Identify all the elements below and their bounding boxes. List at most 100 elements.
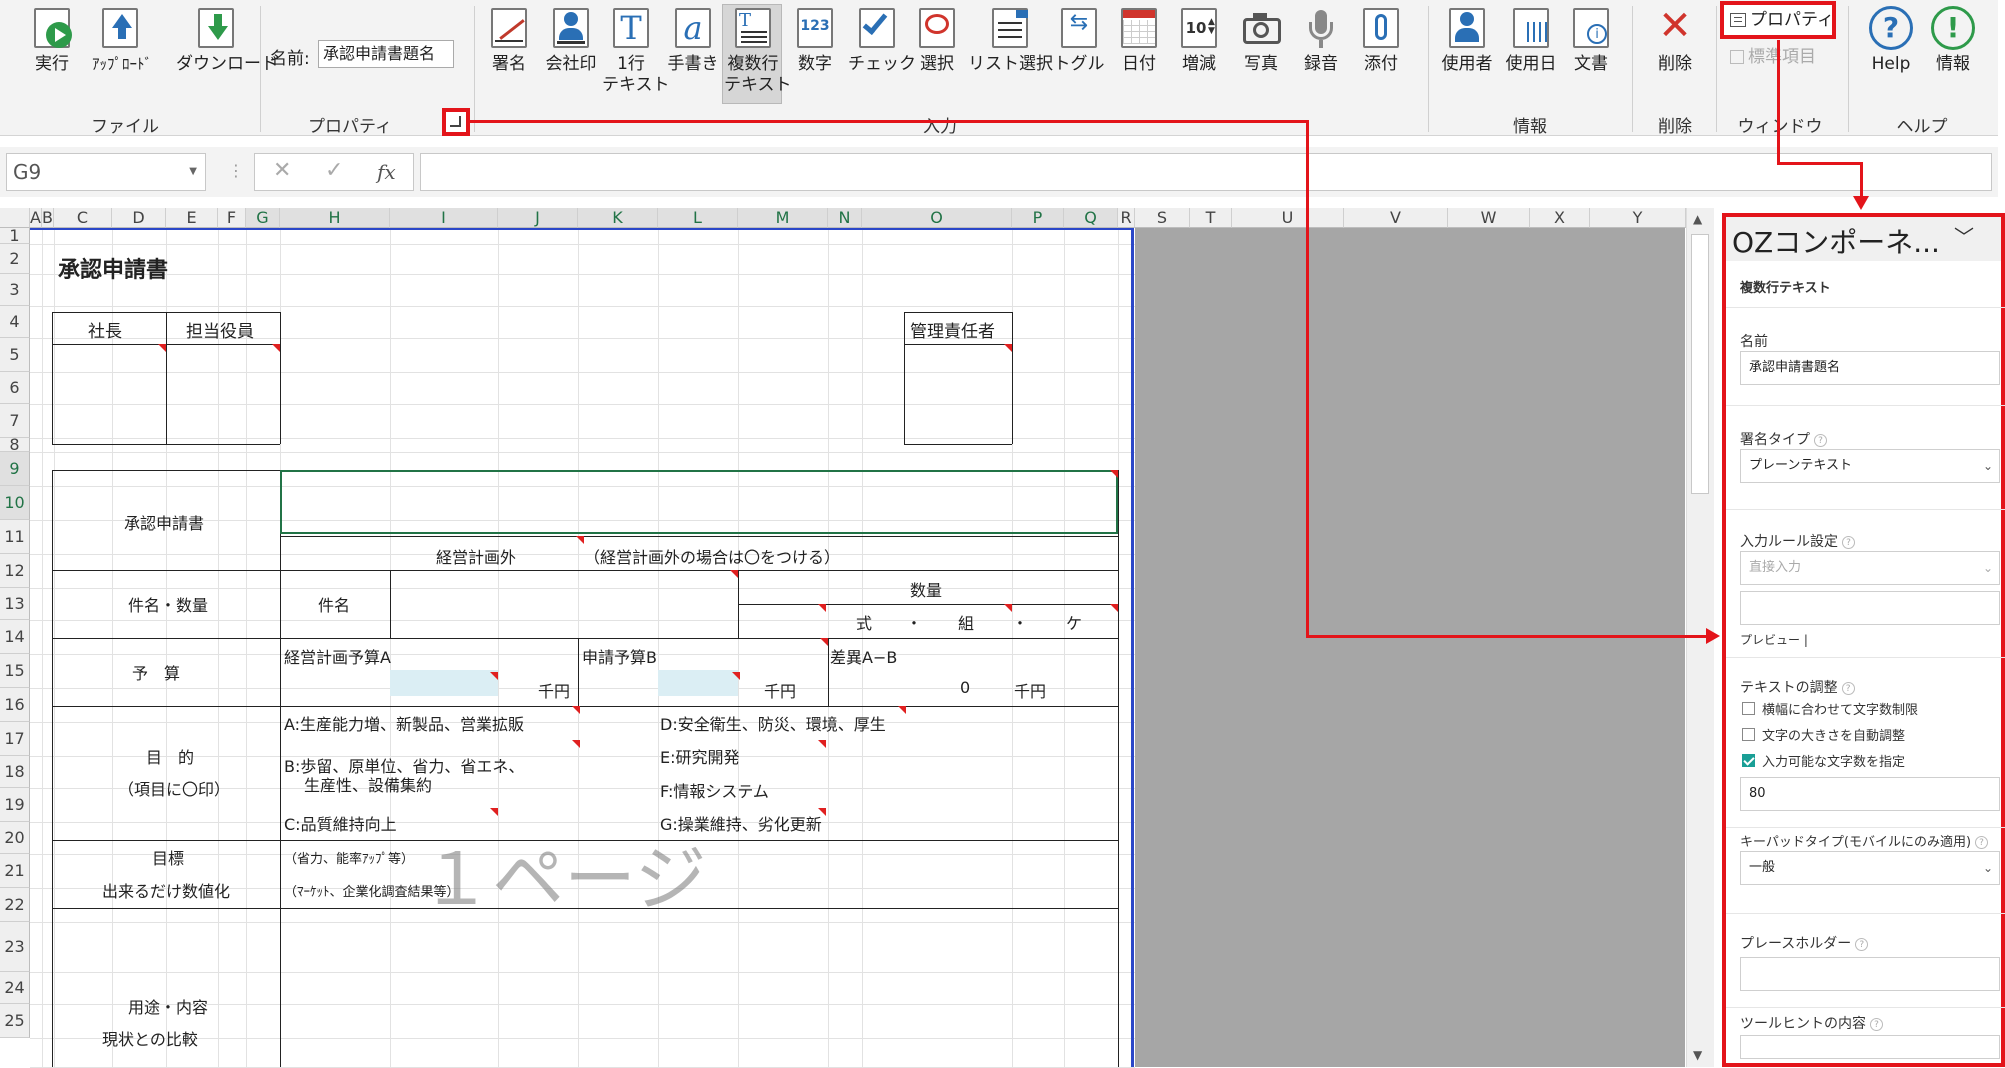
width-limit-checkbox[interactable] bbox=[1742, 702, 1755, 715]
comment-indicator[interactable] bbox=[730, 570, 738, 578]
panel-collapse-chevron-icon[interactable]: ﹀ bbox=[1954, 225, 1974, 249]
comment-indicator[interactable] bbox=[732, 672, 740, 680]
column-header[interactable]: H bbox=[280, 208, 390, 228]
formula-input[interactable] bbox=[420, 153, 1992, 191]
column-header[interactable]: P bbox=[1012, 208, 1064, 228]
column-header[interactable]: Q bbox=[1064, 208, 1118, 228]
column-header[interactable]: O bbox=[862, 208, 1012, 228]
comment-indicator[interactable] bbox=[1004, 604, 1012, 612]
column-header[interactable]: F bbox=[218, 208, 246, 228]
input-rule-text[interactable] bbox=[1740, 591, 2000, 625]
comment-indicator[interactable] bbox=[272, 344, 280, 352]
download-button[interactable]: ダウンロード bbox=[176, 6, 278, 96]
row-header[interactable]: 22 bbox=[0, 888, 30, 922]
column-header[interactable]: J bbox=[498, 208, 578, 228]
help-icon[interactable]: ? bbox=[1842, 535, 1855, 549]
row-header[interactable]: 10 bbox=[0, 486, 30, 520]
column-header[interactable]: T bbox=[1190, 208, 1232, 228]
row-header[interactable]: 23 bbox=[0, 922, 30, 972]
column-header[interactable]: K bbox=[578, 208, 658, 228]
info-button[interactable]: ! 情報 bbox=[1924, 6, 1982, 96]
upload-button[interactable]: ｱｯﾌﾟﾛｰﾄﾞ bbox=[92, 6, 152, 96]
column-header[interactable]: N bbox=[828, 208, 862, 228]
comment-indicator[interactable] bbox=[818, 808, 826, 816]
column-header[interactable]: S bbox=[1135, 208, 1190, 228]
help-icon[interactable]: ? bbox=[1855, 937, 1869, 951]
comment-indicator[interactable] bbox=[572, 706, 580, 714]
help-icon[interactable]: ? bbox=[1870, 1017, 1883, 1031]
row-header[interactable]: 13 bbox=[0, 588, 30, 620]
name-box[interactable]: G9 ▼ bbox=[6, 153, 206, 191]
number-button[interactable]: 123 数字 bbox=[786, 6, 844, 96]
comment-indicator[interactable] bbox=[1110, 604, 1118, 612]
row-header[interactable]: 17 bbox=[0, 722, 30, 756]
function-icon[interactable]: fx bbox=[377, 160, 396, 184]
column-header[interactable]: U bbox=[1232, 208, 1344, 228]
comment-indicator[interactable] bbox=[572, 740, 580, 748]
column-header[interactable]: X bbox=[1530, 208, 1590, 228]
budget-a-input[interactable] bbox=[390, 670, 498, 696]
select-button[interactable]: 選択 bbox=[908, 6, 966, 96]
comment-indicator[interactable] bbox=[490, 808, 498, 816]
row-header[interactable]: 15 bbox=[0, 654, 30, 688]
row-header[interactable]: 1 bbox=[0, 228, 30, 244]
scroll-up-icon[interactable]: ▲ bbox=[1693, 212, 1703, 226]
row-header[interactable]: 16 bbox=[0, 688, 30, 722]
column-header[interactable]: D bbox=[112, 208, 166, 228]
signature-button[interactable]: 署名 bbox=[480, 6, 538, 96]
user-info-button[interactable]: 使用者 bbox=[1436, 6, 1498, 96]
photo-button[interactable]: 写真 bbox=[1232, 6, 1290, 96]
auto-size-checkbox[interactable] bbox=[1742, 728, 1755, 741]
row-header[interactable]: 4 bbox=[0, 306, 30, 338]
row-header[interactable]: 14 bbox=[0, 620, 30, 654]
row-header[interactable]: 25 bbox=[0, 1004, 30, 1038]
list-select-button[interactable]: リスト選択 bbox=[968, 6, 1053, 96]
row-header[interactable]: 2 bbox=[0, 244, 30, 274]
document-info-button[interactable]: i 文書 bbox=[1562, 6, 1620, 96]
help-icon[interactable]: ? bbox=[1841, 681, 1855, 695]
run-button[interactable]: 実行 bbox=[24, 6, 80, 96]
comment-indicator[interactable] bbox=[1004, 344, 1012, 352]
row-header[interactable]: 8 bbox=[0, 437, 30, 453]
comment-indicator[interactable] bbox=[898, 706, 906, 714]
row-header[interactable]: 24 bbox=[0, 972, 30, 1004]
multi-line-text-button[interactable]: T 複数行 テキスト bbox=[724, 6, 792, 96]
column-header[interactable]: Y bbox=[1590, 208, 1686, 228]
column-header[interactable]: I bbox=[390, 208, 498, 228]
column-header[interactable]: W bbox=[1448, 208, 1530, 228]
delete-button[interactable]: ✕ 削除 bbox=[1646, 4, 1704, 96]
column-header[interactable]: V bbox=[1344, 208, 1448, 228]
check-button[interactable]: チェック bbox=[848, 6, 916, 96]
row-header[interactable]: 20 bbox=[0, 822, 30, 854]
toggle-button[interactable]: ⇆ トグル bbox=[1050, 6, 1108, 96]
row-header[interactable]: 9 bbox=[0, 452, 30, 486]
name-input[interactable]: 承認申請書題名 bbox=[318, 40, 454, 68]
handwriting-button[interactable]: a 手書き bbox=[662, 6, 724, 96]
comment-indicator[interactable] bbox=[818, 740, 826, 748]
enter-icon[interactable]: ✓ bbox=[325, 158, 344, 183]
placeholder-input[interactable] bbox=[1740, 957, 2000, 991]
help-icon[interactable]: ? bbox=[1814, 433, 1827, 447]
budget-b-input[interactable] bbox=[658, 670, 738, 696]
help-button[interactable]: ? Help bbox=[1862, 6, 1920, 96]
row-header[interactable]: 21 bbox=[0, 854, 30, 888]
row-header[interactable]: 6 bbox=[0, 372, 30, 404]
sign-type-select[interactable]: プレーンテキスト⌄ bbox=[1740, 449, 2000, 483]
row-header[interactable]: 5 bbox=[0, 338, 30, 372]
row-header[interactable]: 3 bbox=[0, 274, 30, 306]
column-header[interactable]: C bbox=[54, 208, 112, 228]
record-button[interactable]: 録音 bbox=[1292, 6, 1350, 96]
use-date-button[interactable]: 使用日 bbox=[1500, 6, 1562, 96]
column-header[interactable]: M bbox=[738, 208, 828, 228]
row-header[interactable]: 12 bbox=[0, 554, 30, 588]
keypad-select[interactable]: 一般⌄ bbox=[1740, 851, 2000, 885]
row-header[interactable]: 7 bbox=[0, 404, 30, 438]
max-chars-input[interactable]: 80 bbox=[1740, 777, 2000, 811]
panel-name-input[interactable]: 承認申請書題名 bbox=[1740, 351, 2000, 385]
column-header[interactable]: L bbox=[658, 208, 738, 228]
row-header[interactable]: 19 bbox=[0, 788, 30, 822]
column-header[interactable]: R bbox=[1118, 208, 1135, 228]
name-box-dropdown-icon[interactable]: ▼ bbox=[189, 166, 197, 177]
input-rule-select[interactable]: 直接入力⌄ bbox=[1740, 551, 2000, 585]
selected-cell-g9[interactable] bbox=[280, 470, 1118, 534]
